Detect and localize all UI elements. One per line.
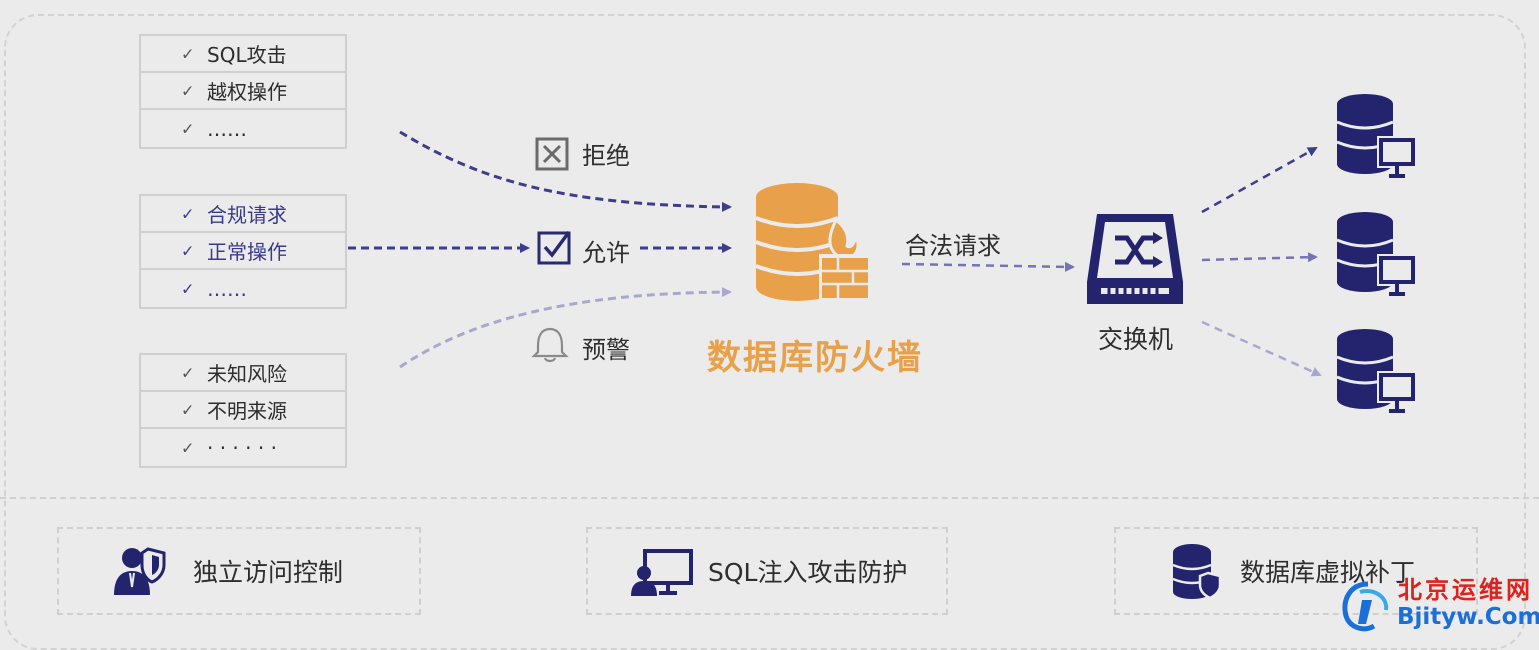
network-switch-icon [1087,214,1183,304]
feature-label: 独立访问控制 [193,558,344,587]
legal-request-list: ✓合规请求 ✓正常操作 ✓…… [139,194,347,309]
attack-request-list: ✓SQL攻击 ✓越权操作 ✓…… [139,34,347,149]
list-item: ✓…… [181,116,247,141]
firewall-database-icon [755,183,871,301]
legal-request-arrow [901,261,1075,272]
switch-to-db1-arrow [1201,146,1318,214]
list-item: ✓合规请求 [141,196,345,233]
feature-sql-injection: SQL注入攻击防护 [586,527,948,615]
list-item: ✓· · · · · · [181,435,277,460]
check-icon: ✓ [181,279,195,298]
list-item: ✓未知风险 [141,355,345,392]
watermark-logo-icon [1342,581,1389,632]
check-icon: ✓ [181,438,195,457]
check-icon: ✓ [181,241,195,260]
legal-request-label: 合法请求 [905,232,1001,260]
reject-label: 拒绝 [582,142,630,170]
check-icon: ✓ [181,81,195,100]
feature-label: SQL注入攻击防护 [708,558,908,587]
monitor-user-icon [631,549,693,596]
database-shield-icon [1172,544,1222,600]
list-item: ✓SQL攻击 [141,36,345,73]
check-icon: ✓ [181,363,195,382]
check-icon: ✓ [181,204,195,223]
watermark-text: 北京运维网 [1398,575,1533,604]
feature-label: 数据库虚拟补丁 [1240,558,1416,587]
firewall-title: 数据库防火墙 [707,338,923,378]
switch-to-db2-arrow [1201,252,1318,263]
check-icon: ✓ [181,119,195,138]
database-server-icon [1336,212,1415,296]
list-item: ✓…… [181,276,247,301]
unknown-request-list: ✓未知风险 ✓不明来源 ✓· · · · · · [139,353,347,468]
database-server-icon [1336,94,1415,178]
watermark-url: Bjityw.Com [1397,604,1539,630]
section-divider [0,497,1539,499]
warn-label: 预警 [582,336,630,364]
allow-label: 允许 [582,239,630,267]
switch-label: 交换机 [1098,325,1174,354]
user-shield-icon [114,547,166,595]
list-item: ✓正常操作 [141,233,345,270]
allow-check-icon [537,230,571,265]
check-icon: ✓ [181,44,195,63]
database-server-icon [1336,329,1415,413]
reject-box-icon [535,137,569,171]
warn-flow-arrow [399,287,732,369]
switch-to-db3-arrow [1201,320,1322,377]
reject-flow-arrow [399,130,732,212]
list-item: ✓越权操作 [141,73,345,110]
check-icon: ✓ [181,400,195,419]
bell-icon [531,327,569,363]
list-item: ✓不明来源 [141,392,345,429]
feature-virtual-patch: 数据库虚拟补丁 [1114,527,1478,615]
feature-access-control: 独立访问控制 [57,527,421,615]
